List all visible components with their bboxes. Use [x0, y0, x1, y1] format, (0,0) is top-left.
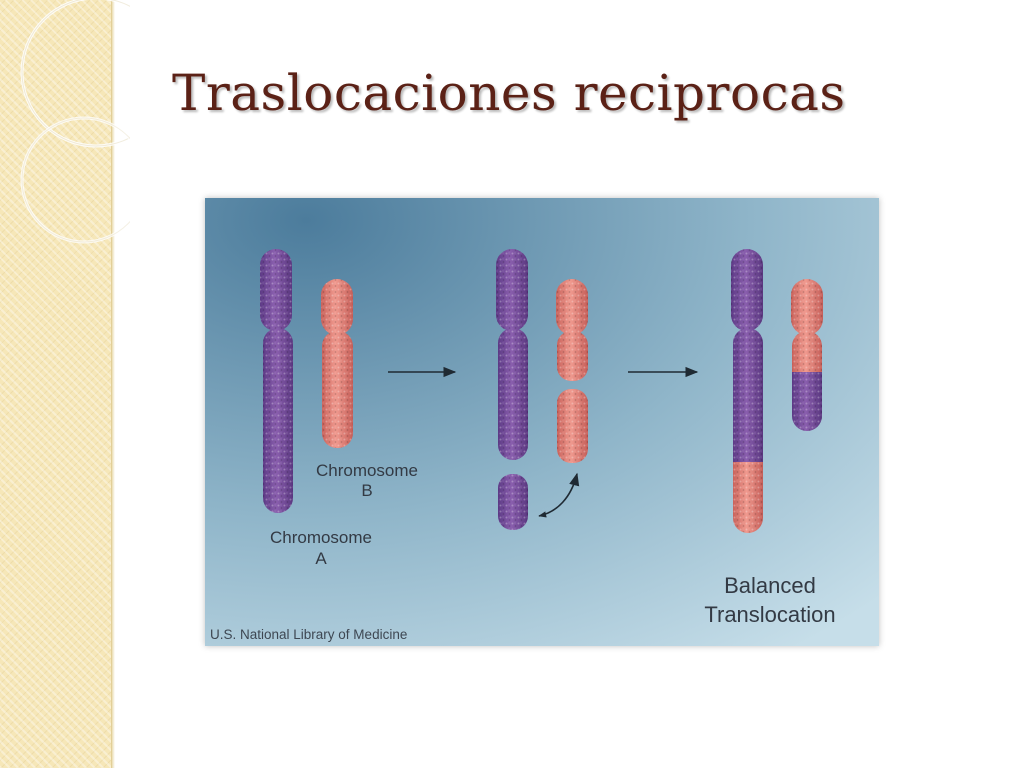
- chromosome-a-label-line1: Chromosome: [270, 528, 372, 547]
- chromosome-a-label-line2: A: [315, 549, 327, 568]
- slide-title: Traslocaciones reciprocas: [172, 64, 846, 122]
- figure-background: [205, 198, 879, 646]
- translocation-figure: Chromosome B Chromosome A: [205, 198, 879, 646]
- decorative-side-band: [0, 0, 112, 768]
- chromosome-b-label-line2: B: [361, 481, 372, 500]
- broken-chromosome-b: [556, 279, 588, 463]
- translocated-chromosome-b: [791, 279, 823, 431]
- chromosome-b: [321, 279, 353, 448]
- chromosome-b-label-line1: Chromosome: [316, 461, 418, 480]
- result-label-line1: Balanced: [724, 573, 816, 598]
- translocated-chromosome-a: [731, 249, 763, 533]
- side-band-edge: [112, 0, 115, 768]
- image-credit: U.S. National Library of Medicine: [210, 627, 407, 642]
- chromosome-a: [260, 249, 293, 513]
- decorative-rings: [20, 0, 130, 244]
- translocation-diagram: Chromosome B Chromosome A: [205, 198, 879, 646]
- broken-chromosome-a: [496, 249, 528, 530]
- result-label-line2: Translocation: [704, 602, 835, 627]
